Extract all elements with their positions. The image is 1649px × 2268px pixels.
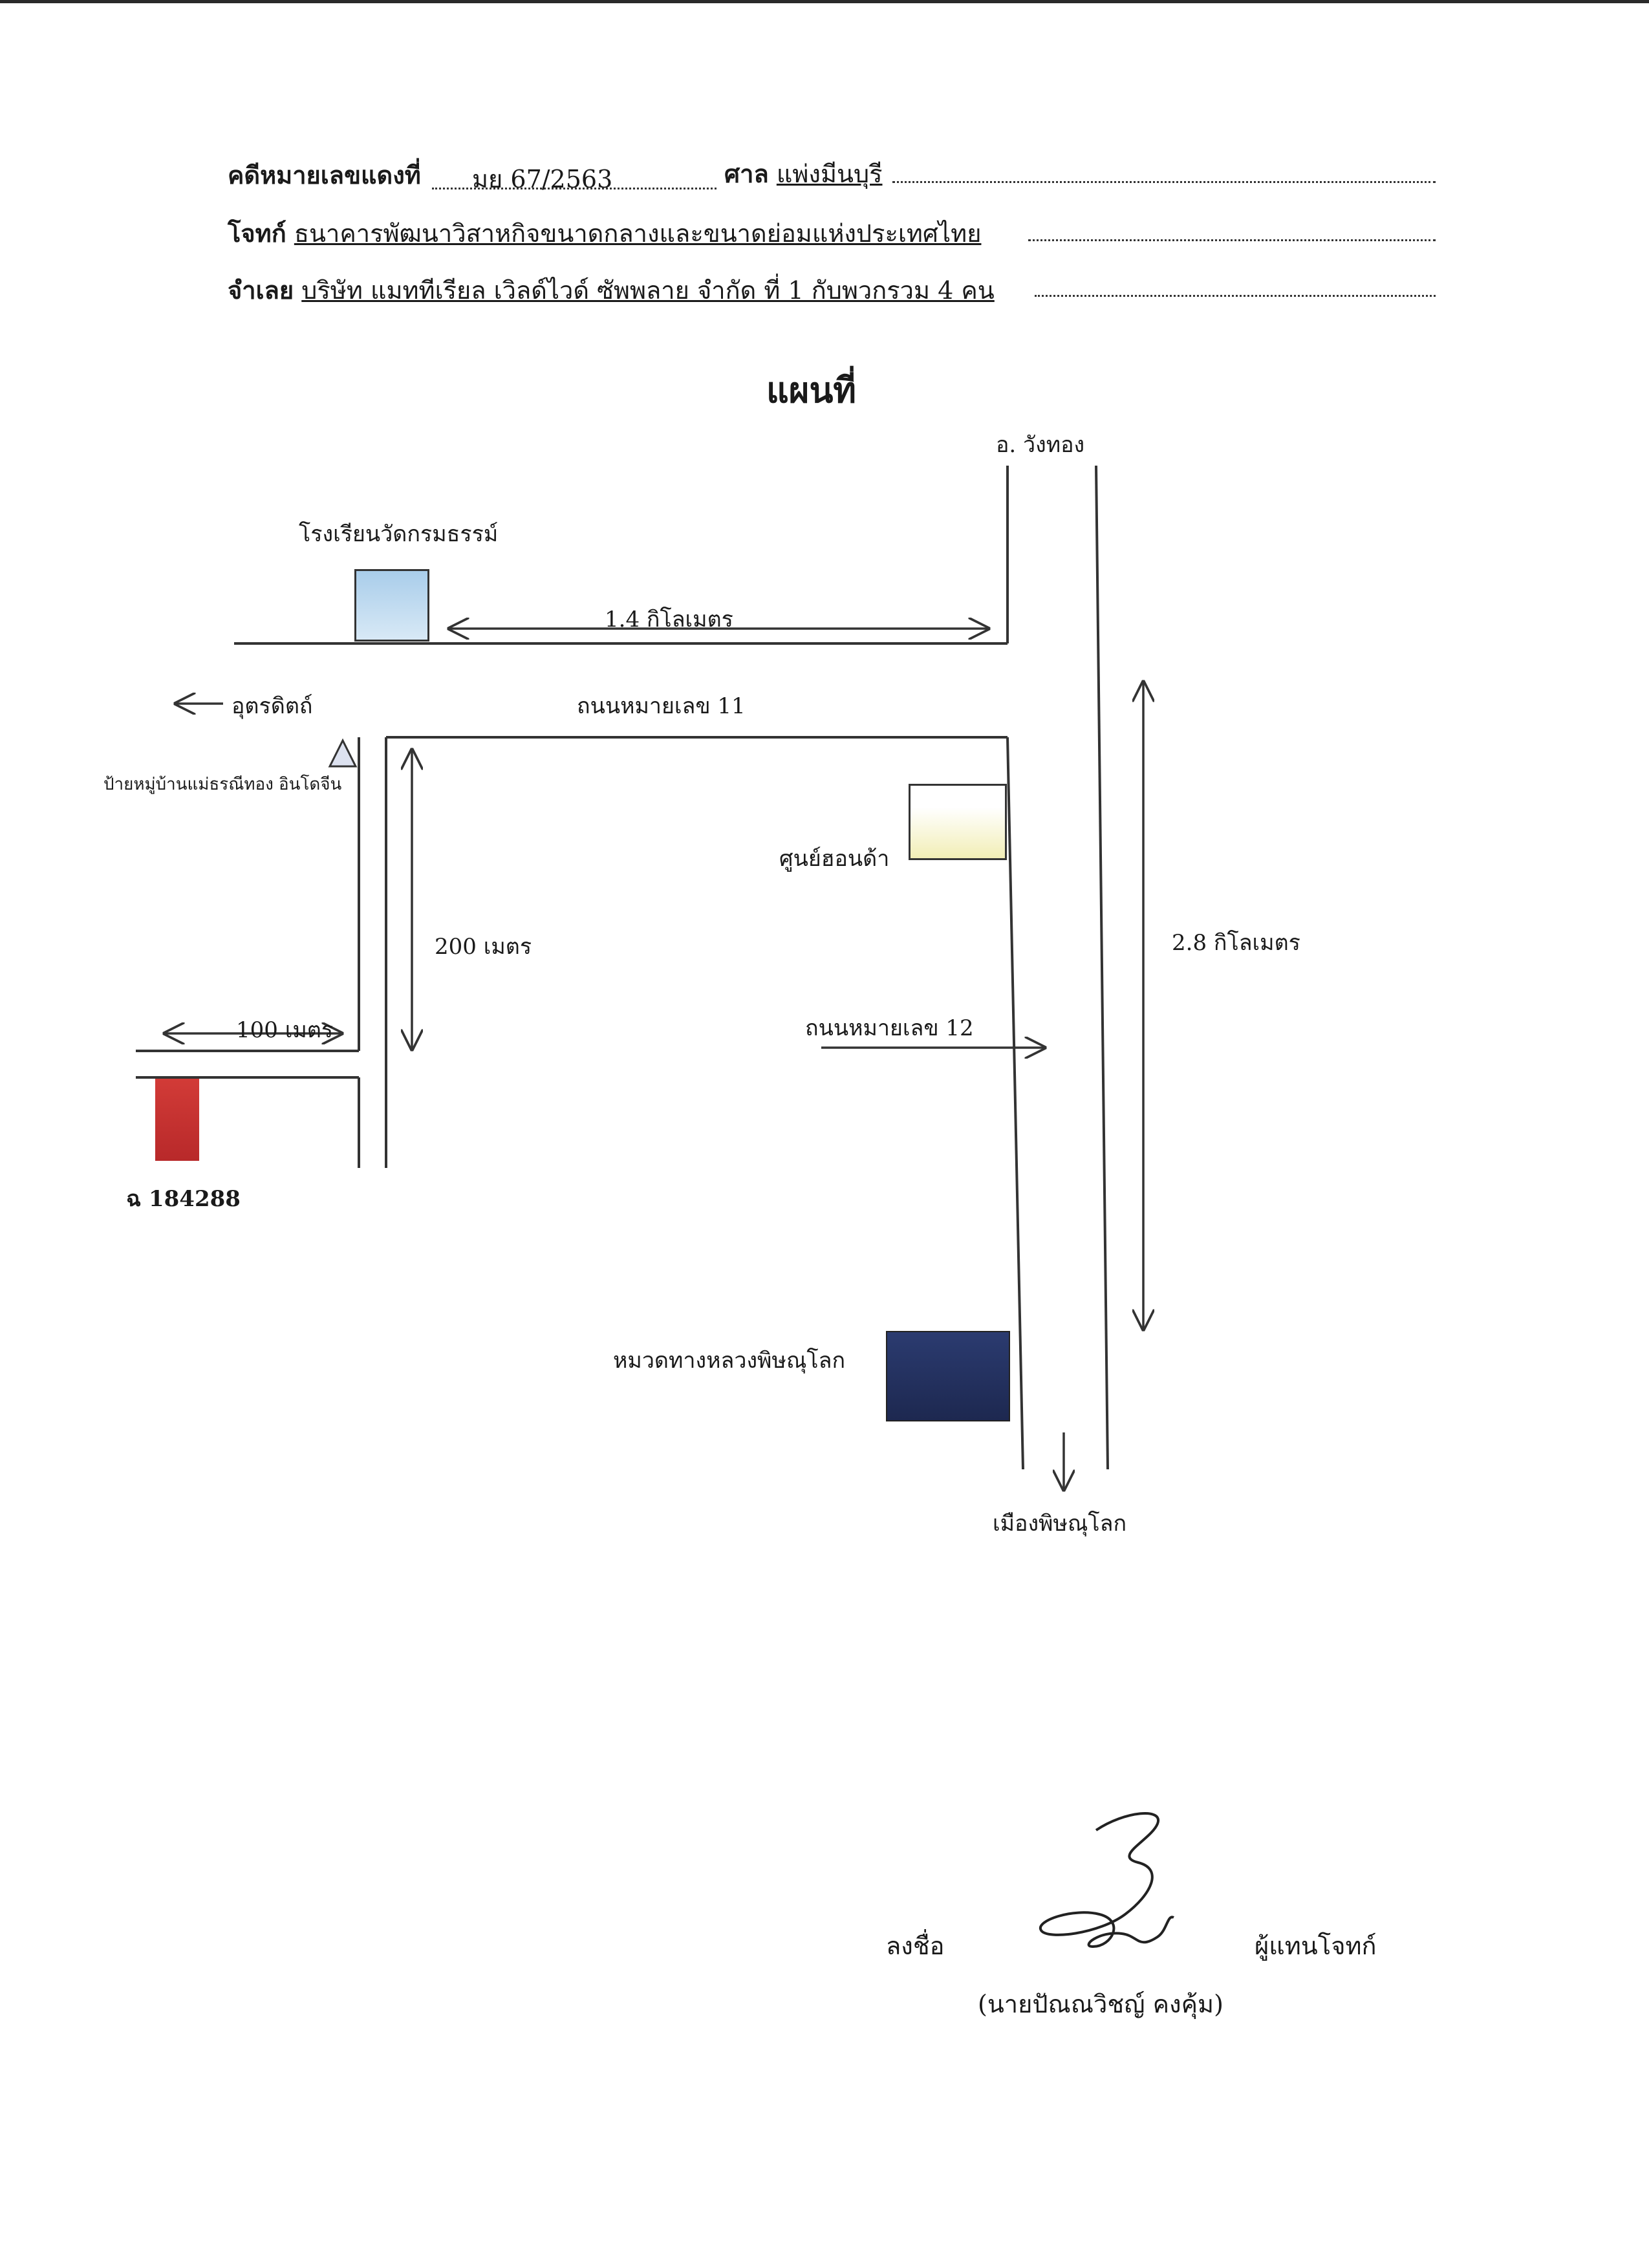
school-label: โรงเรียนวัดกรมธรรม์ — [299, 521, 499, 547]
property-box — [155, 1079, 199, 1161]
scan-top-edge — [0, 0, 1649, 3]
wang-thong-label: อ. วังทอง — [996, 432, 1085, 458]
road-11-label: ถนนหมายเลข 11 — [577, 693, 746, 719]
case-number-line: คดีหมายเลขแดงที่ — [228, 155, 421, 195]
map-title: แผนที่ — [766, 369, 856, 411]
plaintiff-label: โจทก์ — [228, 219, 286, 248]
plaintiff-value: ธนาคารพัฒนาวิสาหกิจขนาดกลางและขนาดย่อมแห… — [294, 219, 982, 248]
defendant-label: จำเลย — [228, 275, 294, 305]
plaintiff-dots — [1028, 239, 1436, 241]
mueang-label: เมืองพิษณุโลก — [993, 1511, 1127, 1537]
main-road-east-edge — [1095, 465, 1109, 1470]
dist-200-label: 200 เมตร — [435, 934, 532, 960]
dist-2-8-label: 2.8 กิโลเมตร — [1172, 930, 1300, 956]
property-label: ฉ 184288 — [126, 1186, 241, 1212]
signer-role: ผู้แทนโจทก์ — [1255, 1932, 1377, 1960]
dist-1-4-label: 1.4 กิโลเมตร — [605, 607, 733, 632]
highway-dept-label: หมวดทางหลวงพิษณุโลก — [613, 1348, 846, 1374]
defendant-dots — [1035, 295, 1436, 297]
honda-label: ศูนย์ฮอนด้า — [779, 846, 890, 872]
court-dots — [892, 181, 1436, 183]
village-sign-label: ป้ายหมู่บ้านแม่ธรณีทอง อินโดจีน — [103, 775, 342, 794]
signature-scribble — [1039, 1812, 1174, 1949]
school-box — [354, 569, 429, 642]
case-number-label: คดีหมายเลขแดงที่ — [228, 160, 421, 189]
court-value: แพ่งมีนบุรี — [776, 160, 883, 188]
honda-box — [909, 784, 1007, 860]
defendant-line: จำเลย บริษัท แมททีเรียล เวิลด์ไวด์ ซัพพล… — [228, 270, 995, 310]
road-12-label: ถนนหมายเลข 12 — [805, 1015, 974, 1041]
case-number-dots — [432, 188, 717, 189]
highway-dept-box — [886, 1331, 1010, 1421]
plaintiff-line: โจทก์ ธนาคารพัฒนาวิสาหกิจขนาดกลางและขนาด… — [228, 213, 981, 253]
village-sign-triangle-icon — [328, 738, 358, 768]
uttaradit-label: อุตรดิตถ์ — [232, 693, 313, 719]
defendant-value: บริษัท แมททีเรียล เวิลด์ไวด์ ซัพพลาย จำก… — [301, 276, 995, 305]
court-line: ศาล แพ่งมีนบุรี — [724, 154, 883, 193]
court-label: ศาล — [724, 159, 769, 188]
sign-label: ลงชื่อ — [886, 1932, 945, 1960]
signer-name: (นายปัณณวิชญ์ คงคุ้ม) — [978, 1990, 1223, 2018]
dist-100-label: 100 เมตร — [236, 1017, 334, 1043]
main-road-west-lower — [1006, 737, 1024, 1470]
